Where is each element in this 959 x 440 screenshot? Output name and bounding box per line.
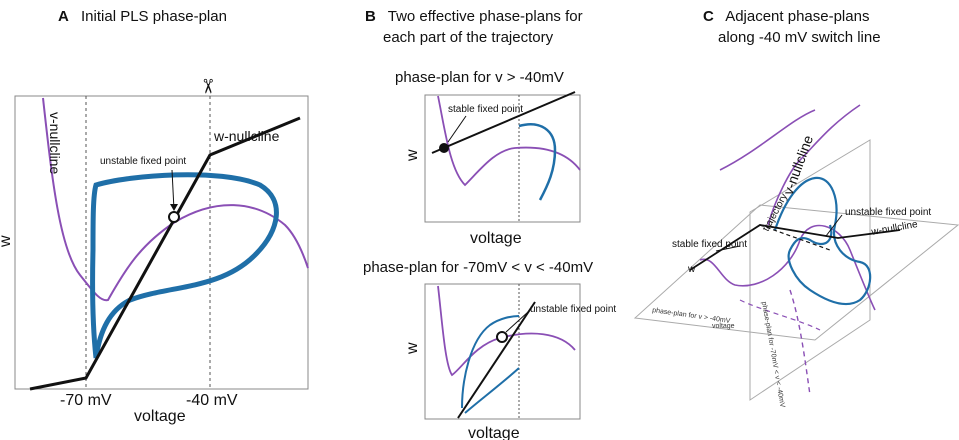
c-label-plane-horizontal: phase-plan for v > -40mV [652,307,731,325]
stable-fixed-point-marker [439,143,449,153]
c-label-w: w [687,264,696,275]
fixed-point-pointer [171,169,175,211]
bottom-xlabel: voltage [468,425,520,440]
c-label-v-nullcline: v-nullcline [780,133,816,197]
bottom-ylabel: w [404,342,421,355]
c-v-nullcline-dashed2 [739,299,821,331]
c-w-nullcline [689,224,901,271]
c-label-stable: stable fixed point [672,239,747,250]
panel-c-title-line2: along -40 mV switch line [718,29,881,46]
c-v-nullcline-dashed [789,289,811,396]
top-ylabel: w [404,149,421,162]
panel-c: C Adjacent phase-plans along -40 mV swit… [633,8,959,408]
v-nullcline-curve [42,97,309,302]
label-bottom-unstable: unstable fixed point [530,304,616,315]
bottom-v-nullcline [437,285,576,377]
panel-a-frame [14,95,309,390]
top-trajectory [518,123,557,201]
c-w-nullcline-dashed [759,224,831,251]
limit-cycle-trajectory [90,172,279,359]
label-w-nullcline: w-nullcline [213,128,280,144]
plane-horizontal [633,204,959,341]
panel-b-title-line2: each part of the trajectory [383,29,554,46]
bottom-unstable-pointer [505,311,529,333]
bottom-trajectory-upper [461,315,520,409]
panel-c-title-line1: C Adjacent phase-plans [703,8,869,25]
top-subplot-frame [424,94,581,223]
bottom-w-nullcline [457,301,536,419]
tick-minus-40: -40 mV [186,392,238,409]
c-label-voltage: voltage [712,323,735,330]
c-label-w-nullcline: w-nullcline [870,219,919,238]
panel-a-xlabel: voltage [134,408,186,425]
c-v-nullcline-vertical [767,104,861,226]
bottom-subplot-title: phase-plan for -70mV < v < -40mV [363,259,593,276]
plane-vertical [749,139,871,401]
c-v-nullcline-top [719,109,816,171]
bottom-subplot-frame [424,283,581,420]
scissors-icon: ✂ [196,78,220,95]
label-stable-fixed-point: stable fixed point [448,104,523,115]
panel-b: B Two effective phase-plans for each par… [363,8,616,440]
unstable-fixed-point-marker [168,211,180,223]
c-label-plane-vertical: phase-plan for -70mV < v < -40mV [760,301,786,408]
panel-a-letter: A [58,8,69,25]
panel-a: A Initial PLS phase-plan unstable fixed … [0,8,309,425]
top-xlabel: voltage [470,230,522,247]
stable-pointer [447,115,467,143]
top-v-nullcline [437,95,581,187]
w-nullcline-line [29,116,301,391]
top-subplot-title: phase-plan for v > -40mV [395,69,564,86]
panel-c-letter: C [703,8,714,25]
c-stable-pointer [715,245,741,252]
tick-minus-70: -70 mV [60,392,112,409]
panel-a-title: A Initial PLS phase-plan [58,8,227,25]
top-w-nullcline [431,91,576,154]
c-unstable-pointer [825,214,843,237]
panel-a-ylabel: w [0,235,14,248]
label-v-nullcline: v-nullcline [47,112,63,174]
fixed-point-arrowhead [170,204,178,211]
bottom-unstable-marker [496,331,508,343]
c-label-unstable: unstable fixed point [845,207,931,218]
c-v-nullcline-horizontal [699,224,876,311]
bottom-trajectory-lower [464,367,520,414]
panel-b-letter: B [365,8,376,25]
panel-b-title-line1: B Two effective phase-plans for [365,8,583,25]
label-unstable-fixed-point: unstable fixed point [100,156,186,167]
c-trajectory [773,176,872,306]
